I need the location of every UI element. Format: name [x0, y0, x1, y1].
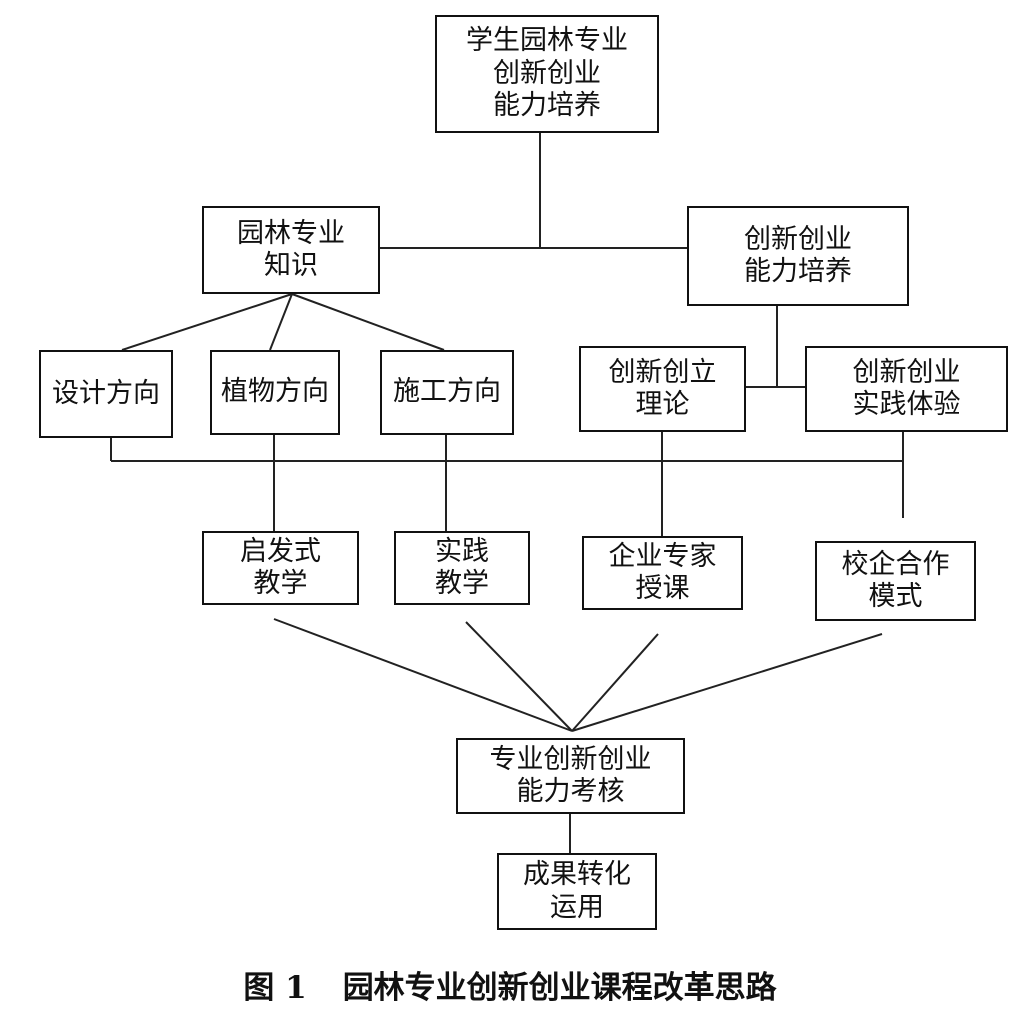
- node-text: 专业创新创业: [489, 743, 652, 775]
- node-text: 创新创业: [852, 356, 961, 388]
- figure-caption: 图 1 园林专业创新创业课程改革思路: [0, 962, 1020, 1007]
- node-text: 能力考核: [516, 776, 625, 807]
- node-text: 成果转化: [523, 859, 631, 891]
- node-text: 企业专家: [608, 540, 717, 572]
- node-text: 植物方向: [221, 376, 329, 408]
- node-text: 设计方向: [52, 377, 160, 409]
- figure-title: 园林专业创新创业课程改革思路: [342, 970, 777, 1006]
- node-text: 能力培养: [744, 256, 852, 287]
- node-text: 创新创业: [493, 57, 601, 89]
- node-text: 启发式: [240, 535, 321, 567]
- node-plant-direction: 植物方向: [210, 350, 340, 435]
- node-text: 教学: [253, 568, 308, 599]
- node-text: 施工方向: [393, 376, 501, 408]
- node-design-direction: 设计方向: [39, 350, 173, 438]
- node-result-transformation: 成果转化 运用: [497, 853, 657, 930]
- node-text: 教学: [435, 568, 489, 599]
- node-ability-assessment: 专业创新创业 能力考核: [456, 738, 685, 814]
- node-text: 知识: [264, 250, 318, 281]
- node-enterprise-expert: 企业专家 授课: [582, 536, 743, 610]
- node-text: 运用: [550, 891, 604, 923]
- node-text: 能力培养: [493, 90, 601, 122]
- connector-line: [273, 618, 573, 732]
- node-heuristic-teaching: 启发式 教学: [202, 531, 359, 605]
- node-text: 园林专业: [237, 217, 345, 249]
- connector-line: [571, 633, 883, 732]
- node-text: 校企合作: [841, 548, 950, 580]
- node-school-enterprise-coop: 校企合作 模式: [815, 541, 976, 621]
- node-practice-teaching: 实践 教学: [394, 531, 530, 605]
- node-text: 模式: [868, 581, 923, 612]
- node-text: 授课: [635, 573, 690, 604]
- figure-number: 图 1: [243, 970, 307, 1006]
- node-top-goal: 学生园林专业 创新创业 能力培养: [435, 15, 659, 133]
- connector-line: [465, 621, 573, 732]
- node-innovation-ability: 创新创业 能力培养: [687, 206, 909, 306]
- node-text: 创新创立: [608, 356, 717, 388]
- node-text: 创新创业: [744, 223, 852, 255]
- node-professional-knowledge: 园林专业 知识: [202, 206, 380, 294]
- node-text: 学生园林专业: [466, 25, 628, 57]
- node-text: 实践体验: [852, 389, 961, 420]
- node-innovation-theory: 创新创立 理论: [579, 346, 746, 432]
- connector-line: [121, 293, 293, 351]
- node-text: 理论: [635, 389, 690, 420]
- node-construction-direction: 施工方向: [380, 350, 514, 435]
- node-text: 实践: [435, 535, 489, 567]
- connector-line: [571, 633, 659, 732]
- connector-line: [291, 293, 445, 351]
- node-practice-experience: 创新创业 实践体验: [805, 346, 1008, 432]
- connector-line: [269, 293, 293, 351]
